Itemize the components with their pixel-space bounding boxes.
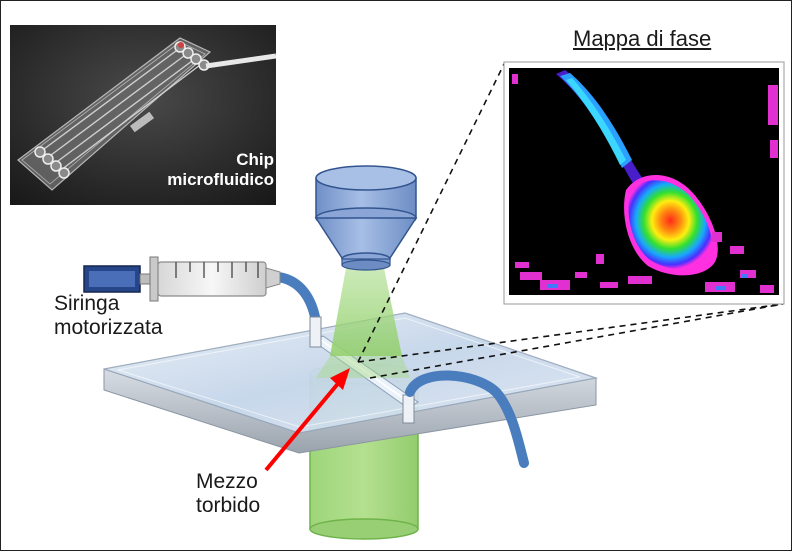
chip-label-line-2: microfluidico	[167, 170, 274, 190]
microfluidic-chip-photo	[10, 25, 276, 205]
phase-map-image	[503, 61, 785, 305]
light-beam	[330, 268, 402, 356]
medium-label: Mezzo torbido	[196, 470, 260, 517]
phase-map-title: Mappa di fase	[573, 26, 712, 51]
tube-outlet	[402, 370, 529, 468]
syringe-label: Siringa motorizzata	[54, 292, 163, 339]
syringe-icon	[83, 256, 281, 302]
medium-label-line-2: torbido	[196, 493, 261, 517]
chip-label: Chip microfluidico	[160, 150, 274, 191]
tube-inlet	[273, 272, 322, 348]
microscope-objective-icon	[314, 165, 418, 271]
projection-lines	[357, 61, 784, 379]
chip-label-line-1: Chip	[236, 150, 274, 169]
syringe-label-line-2: motorizzata	[54, 315, 163, 339]
arrow-icon	[264, 368, 350, 472]
syringe-label-line-1: Siringa	[54, 292, 120, 315]
medium-label-line-1: Mezzo	[196, 470, 258, 493]
